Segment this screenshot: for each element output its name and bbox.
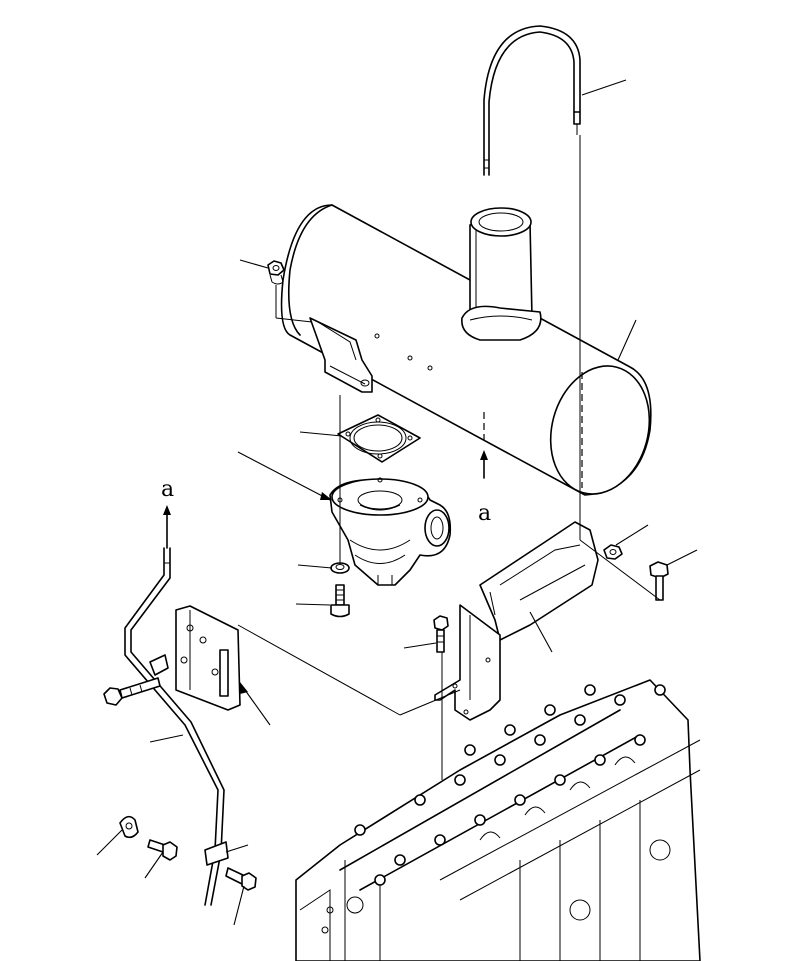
bolt-center [433, 615, 449, 653]
gasket [337, 414, 421, 463]
clamp-plate [175, 605, 241, 711]
muffler-bracket [434, 521, 599, 721]
marker-label-upper: a [478, 501, 491, 526]
arrow-marker-upper: a [478, 412, 491, 526]
callout-leaders [96, 79, 698, 926]
assembly-lines [237, 135, 661, 780]
engine-block [295, 679, 701, 961]
muffler-assembly [280, 204, 652, 496]
clip-lower [119, 815, 139, 839]
engine-head-bolts [354, 684, 666, 886]
marker-label-left: a [161, 477, 174, 502]
dipstick-tube [124, 547, 229, 906]
nut-upper [267, 260, 285, 285]
bolt-elbow [330, 584, 350, 618]
arrow-marker-left: a [161, 477, 174, 549]
bolt-left [103, 677, 161, 706]
bolt-lower-right [225, 867, 257, 891]
bolt-lower-left [147, 839, 178, 861]
nut-right [603, 544, 623, 560]
exhaust-elbow [329, 477, 452, 586]
pipe-assembly [483, 25, 581, 176]
